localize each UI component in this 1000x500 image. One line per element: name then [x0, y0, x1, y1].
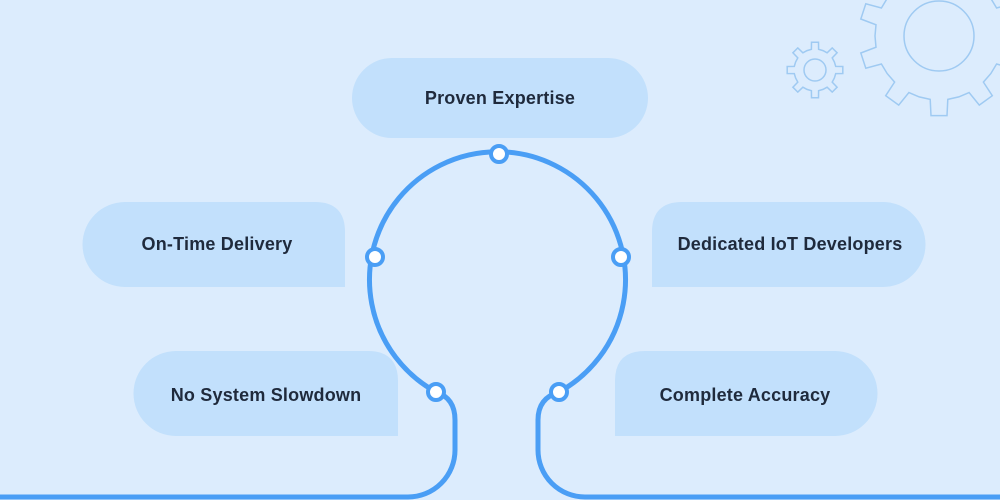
node-dot-lower-right: [549, 382, 569, 402]
feature-on-time-delivery: On-Time Delivery: [82, 202, 345, 287]
feature-dedicated-iot-developers: Dedicated IoT Developers: [652, 202, 926, 287]
pill-background: [82, 202, 345, 287]
large-gear-icon: [859, 0, 1000, 117]
pill-label: Proven Expertise: [425, 88, 575, 108]
pill-background: [352, 58, 648, 138]
pill-label: On-Time Delivery: [142, 234, 293, 254]
feature-proven-expertise: Proven Expertise: [352, 58, 648, 138]
feature-complete-accuracy: Complete Accuracy: [615, 351, 878, 436]
small-gear-icon: [786, 41, 844, 99]
pill-background: [652, 202, 926, 287]
pill-label: Complete Accuracy: [660, 385, 831, 405]
node-dot-upper-right: [611, 247, 631, 267]
feature-no-system-slowdown: No System Slowdown: [133, 351, 399, 436]
pill-background: [133, 351, 399, 436]
node-dot-lower-left: [426, 382, 446, 402]
node-dot-upper-left: [365, 247, 385, 267]
pill-background: [615, 351, 878, 436]
node-dot-top: [489, 144, 509, 164]
pill-label: No System Slowdown: [171, 385, 362, 405]
pill-label: Dedicated IoT Developers: [678, 234, 903, 254]
